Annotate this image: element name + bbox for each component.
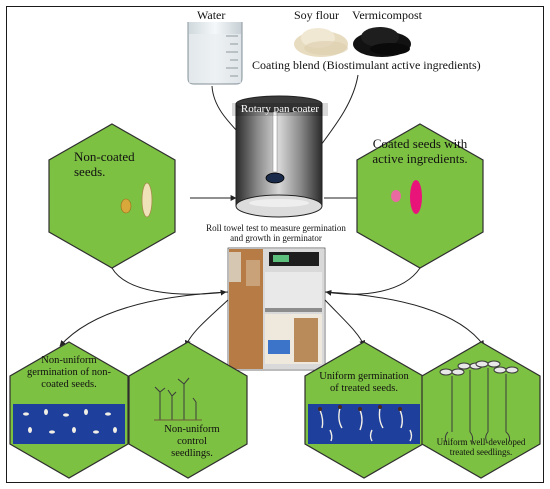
hexagon-nonuniform-seedlings xyxy=(128,341,248,479)
roll-towel-test-caption: Roll towel test to measure germination a… xyxy=(206,223,346,243)
rotary-pan-coater-label: Rotary pan coater xyxy=(232,103,328,116)
uniform-germination-label: Uniform germination of treated seeds. xyxy=(319,371,409,395)
control-seedlings-icon xyxy=(154,377,202,421)
coated-seeds-icon xyxy=(391,180,422,214)
noncoated-to-germinator-arrow xyxy=(111,267,227,296)
germination-tray-treated xyxy=(308,404,420,444)
rotary-pan-coater-icon xyxy=(235,95,323,218)
nonuniform-seedlings-label: Non-uniform control seedlings. xyxy=(164,424,220,460)
vermicompost-label: Vermicompost xyxy=(352,8,422,22)
uncoated-seeds-icon xyxy=(120,182,153,218)
germinator-to-hex3-arrow xyxy=(324,299,366,347)
soy-flour-icon xyxy=(294,28,348,57)
germinator-to-hex2-arrow xyxy=(184,299,229,347)
coating-blend-label: Coating blend (Biostimulant active ingre… xyxy=(252,58,481,72)
coated-to-germinator-arrow xyxy=(325,267,421,296)
soy-flour-label: Soy flour xyxy=(294,8,339,22)
diagram-frame xyxy=(6,6,544,483)
germinator-photo xyxy=(227,247,326,371)
uniform-seedlings-label: Uniform well-developed treated seedlings… xyxy=(436,437,526,458)
water-beaker-icon xyxy=(187,22,243,85)
treated-seedlings-icon xyxy=(439,360,519,443)
germinator-to-hex1-arrow xyxy=(59,291,229,347)
vermicompost-icon xyxy=(353,27,411,57)
germinator-to-hex4-arrow xyxy=(324,291,485,347)
germination-tray-uncoated xyxy=(13,404,125,444)
noncoated-seeds-hexagon xyxy=(48,123,176,269)
water-label: Water xyxy=(197,8,226,22)
coated-seeds-label: Coated seeds with active ingredients. xyxy=(372,136,468,166)
nonuniform-germination-label: Non-uniform germination of non-coated se… xyxy=(27,355,111,391)
noncoated-seeds-label: Non-coated seeds. xyxy=(74,149,135,179)
